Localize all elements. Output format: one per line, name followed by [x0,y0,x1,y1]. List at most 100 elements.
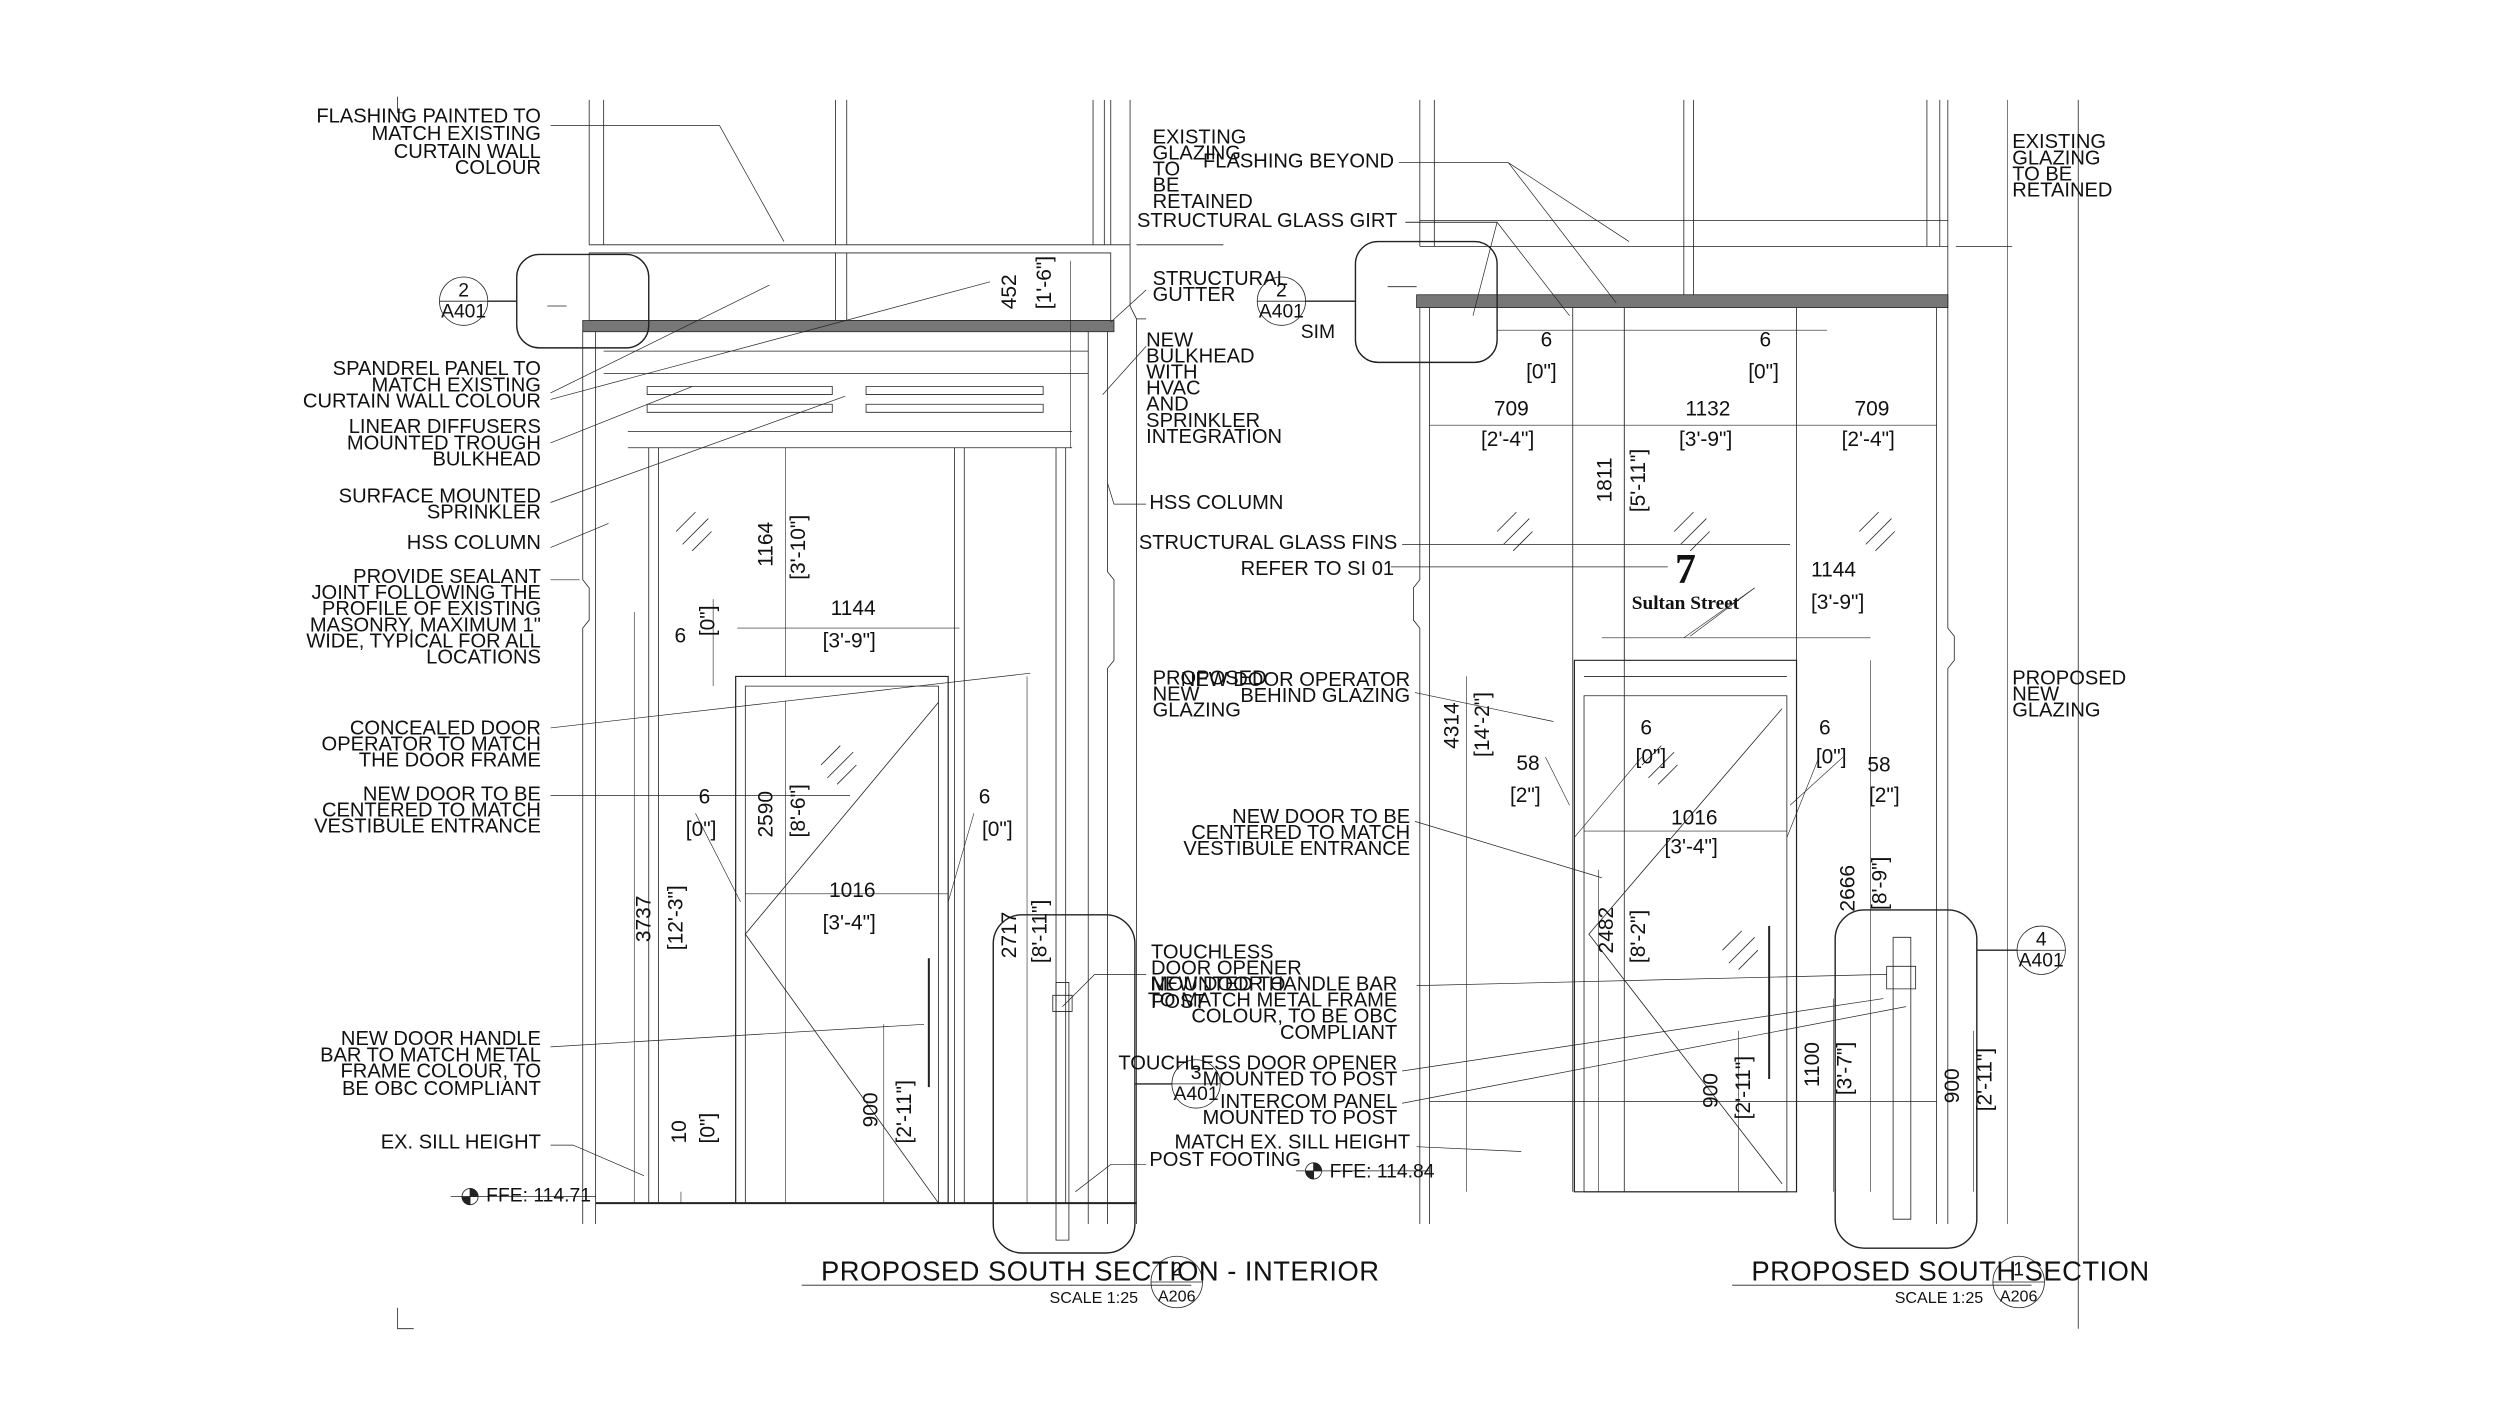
right-title-number: 1 [2013,1260,2024,1281]
brand-number: 7 [1675,547,1696,593]
right-leaders [1391,163,1906,1152]
dim-r-1811: 1811 [1593,457,1616,502]
dim-6b: 6 [699,786,711,809]
new-door-right [1574,660,1796,1191]
note-sill-left: EX. SILL HEIGHT [381,1131,541,1153]
opener-post-right [1835,910,1977,1248]
sheet-border [398,97,2079,1329]
dim-1164: 1164 [755,522,778,567]
dim-1016-left: 1016 [829,879,876,902]
tag-left-2-num: 2 [458,280,469,301]
dim-r-4314: 4314 [1440,702,1463,749]
right-title-block [1732,1256,2044,1308]
dim-2717: 2717 [998,912,1021,959]
dim-r-0c: [0"] [1636,745,1667,768]
brand-name: Sultan Street [1632,593,1740,614]
right-scale: SCALE 1:25 [1895,1289,1984,1307]
dim-r-1016: 1016 [1671,807,1718,830]
dim-r-1144: 1144 [1811,559,1856,582]
dim-r-2-11b: [2'-11"] [1973,1048,1996,1111]
dim-6a: 6 [675,625,687,648]
masonry-profile-right [1413,246,1954,1224]
bulkhead [604,351,1089,448]
dim-1144-left: 1144 [831,597,876,620]
dim-1-6: [1'-6"] [1033,256,1056,309]
existing-curtain-wall [583,100,1130,332]
new-glazing-frame [649,448,1066,1203]
right-notes: FLASHING BEYOND STRUCTURAL GLASS GIRT ST… [1118,131,2126,1182]
ffe-marker [451,1189,596,1205]
dim-r-2a: [2"] [1510,784,1541,807]
tag-right-4-num: 4 [2036,929,2047,950]
dim-r-900a: 900 [1700,1073,1723,1108]
new-door [736,676,948,1203]
section-tag-right-4 [1977,926,2066,974]
dim-r-0d: [0"] [1816,745,1847,768]
dim-12-3: [12'-3"] [665,885,688,950]
note-hss-column-left: HSS COLUMN [407,532,541,554]
left-section-title: PROPOSED SOUTH SECTION - INTERIOR [821,1255,1379,1286]
tag-left-3-sheet: A401 [1174,1084,1219,1105]
dim-r-8-2: [8'-2"] [1627,910,1650,963]
dim-r-5-11: [5'-11"] [1627,449,1650,512]
tag-right-2-num: 2 [1276,280,1287,301]
left-title-number: 2 [1171,1260,1182,1281]
dim-2590: 2590 [755,791,778,838]
dim-r-2-4a: [2'-4"] [1481,428,1534,451]
dim-r-2-11a: [2'-11"] [1732,1056,1755,1119]
section-tag-left-2 [439,277,516,325]
dim-3-9-left: [3'-9"] [823,629,876,652]
dim-10: 10 [668,1120,691,1143]
dim-3-4-left: [3'-4"] [823,911,876,934]
dim-r-709b: 709 [1854,398,1889,421]
dim-8-11: [8'-11"] [1028,900,1051,963]
left-section [439,100,1223,1253]
dim-r-14-2: [14'-2"] [1471,692,1494,757]
dim-0c: [0"] [982,818,1013,841]
right-dimensions [1429,308,1973,1192]
existing-curtain-wall-right [1417,100,2013,308]
dim-452: 452 [998,274,1021,309]
note-refer-si: REFER TO SI 01 [1241,558,1394,580]
dim-r-58a: 58 [1516,752,1539,775]
left-dimensions [634,261,1070,1203]
dim-r-58b: 58 [1867,753,1890,776]
section-tag-left-3 [1135,1060,1220,1108]
note-glass-fins: STRUCTURAL GLASS FINS [1139,532,1397,554]
left-title-sheet: A206 [1158,1287,1196,1305]
right-title-sheet: A206 [2000,1287,2038,1305]
dim-0b: [0"] [686,818,717,841]
note-glass-girt: STRUCTURAL GLASS GIRT [1137,210,1397,232]
dim-r-6b: 6 [1759,328,1771,351]
dim-0a: [0"] [697,605,720,636]
dim-r-6c: 6 [1640,716,1652,739]
dim-3737: 3737 [632,896,655,943]
detail-callout-bubble-right [1355,242,1497,363]
tag-left-2-sheet: A401 [441,301,486,322]
dim-r-900b: 900 [1941,1068,1964,1103]
dim-6c: 6 [979,786,991,809]
dim-r-1100: 1100 [1801,1042,1824,1087]
note-post-footing: POST FOOTING [1149,1149,1301,1171]
dim-r-2-4b: [2'-4"] [1842,428,1895,451]
dim-r-2482: 2482 [1595,907,1618,954]
dim-r-0a: [0"] [1526,360,1557,383]
right-section-title: PROPOSED SOUTH SECTION [1751,1255,2149,1286]
dim-r-6d: 6 [1819,716,1831,739]
tag-right-sim: SIM [1301,322,1335,343]
